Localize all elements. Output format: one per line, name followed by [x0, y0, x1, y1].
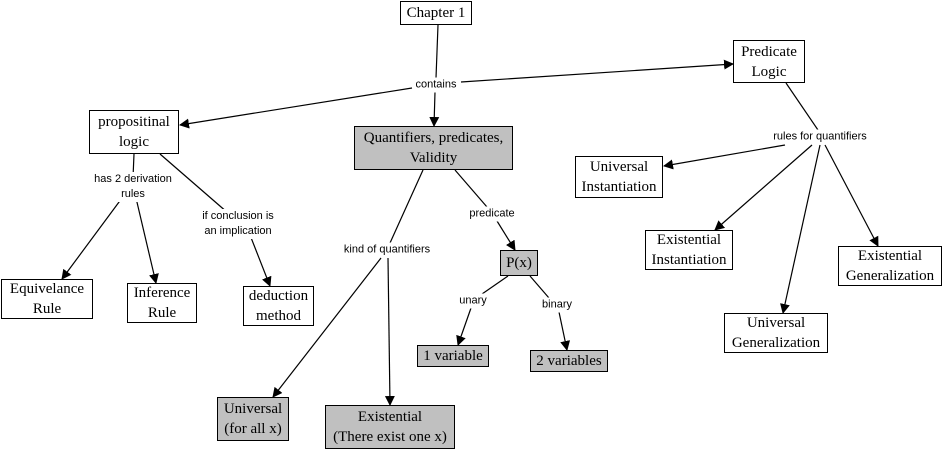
concept-node-text-line: Instantiation — [581, 179, 657, 195]
linking-phrase-contains[interactable]: contains — [414, 77, 458, 93]
edge-rules-for-quantifiers-to-universal-instantiation — [663, 144, 786, 170]
linking-phrase-text-line: kind of quantifiers — [343, 243, 431, 256]
edge-kind-of-quantifiers-to-universal — [272, 257, 382, 398]
concept-node-text-line: (for all x) — [224, 421, 282, 437]
edge-chapter1-to-contains — [435, 24, 439, 79]
edge-predicate-to-px — [496, 220, 516, 251]
linking-phrase-if-conclusion[interactable]: if conclusion is an implication — [201, 209, 275, 239]
concept-node-text-line: Existential — [357, 409, 423, 425]
edge-predicate-logic-to-rules-for-quantifiers — [785, 82, 819, 131]
concept-node-propositional-logic[interactable]: propositinal logic — [89, 110, 179, 154]
concept-node-text-line: Rule — [147, 305, 177, 321]
linking-phrase-binary[interactable]: binary — [541, 297, 573, 313]
concept-node-universal[interactable]: Universal (for all x) — [217, 397, 289, 441]
edge-px-to-unary — [481, 275, 509, 295]
linking-phrase-text-line: contains — [415, 78, 457, 91]
concept-node-two-variables[interactable]: 2 variables — [530, 350, 608, 372]
edge-rules-for-quantifiers-to-existential-instantiation — [714, 144, 813, 231]
concept-node-text-line: Equivelance — [9, 281, 85, 297]
concept-node-existential[interactable]: Existential (There exist one x) — [325, 405, 455, 449]
edge-propositional-logic-to-if-conclusion — [159, 153, 229, 214]
edge-px-to-binary — [529, 275, 550, 299]
concept-node-text-line: Rule — [32, 301, 62, 317]
concept-node-text-line: 2 variables — [536, 353, 602, 369]
concept-node-text-line: 1 variable — [423, 348, 483, 364]
linking-phrase-text-line: rules — [121, 188, 145, 200]
concept-node-one-variable[interactable]: 1 variable — [417, 345, 489, 367]
linking-phrase-unary[interactable]: unary — [458, 293, 488, 309]
concept-node-text-line: Instantiation — [651, 252, 727, 268]
linking-phrase-text-line: predicate — [469, 207, 515, 220]
linking-phrase-text-line: if conclusion is — [202, 210, 274, 222]
edge-rules-for-quantifiers-to-existential-generalization — [824, 144, 879, 247]
linking-phrase-text-line: rules for quantifiers — [773, 130, 867, 143]
concept-node-text-line: Generalization — [845, 268, 935, 284]
edge-has-2-derivation-rules-to-inference-rule — [135, 197, 159, 284]
concept-node-text-line: Logic — [751, 63, 787, 80]
concept-node-text-line: Existential — [656, 232, 722, 248]
linking-phrase-has-2-derivation-rules[interactable]: has 2 derivation rules — [93, 172, 173, 202]
concept-node-text-line: Predicate — [741, 43, 797, 60]
linking-phrase-text-line: unary — [459, 294, 487, 307]
concept-node-text-line: logic — [119, 134, 149, 150]
linking-phrase-text-line: an implication — [204, 225, 272, 237]
concept-node-text-line: Generalization — [731, 335, 821, 351]
concept-node-text-line: Quantifiers, predicates, — [363, 130, 504, 146]
edge-quantifiers-to-predicate — [454, 169, 488, 208]
concept-node-text-line: Chapter 1 — [406, 5, 466, 21]
edge-has-2-derivation-rules-to-equivalence-rule — [61, 197, 123, 280]
edge-contains-to-quantifiers — [429, 91, 440, 127]
concept-node-text-line: Validity — [409, 150, 458, 166]
concept-node-px[interactable]: P(x) — [500, 250, 538, 276]
linking-phrase-text-line: has 2 derivation — [94, 173, 172, 185]
concept-node-text-line: P(x) — [506, 255, 532, 271]
concept-node-text-line: Universal — [223, 401, 283, 417]
edge-contains-to-propositional-logic — [179, 87, 413, 129]
concept-node-text-line: Existential — [857, 248, 923, 264]
edge-unary-to-one-variable — [456, 307, 472, 346]
concept-node-text-line: Universal — [589, 159, 649, 175]
concept-node-deduction-method[interactable]: deduction method — [243, 286, 314, 326]
concept-node-text-line: Universal — [746, 315, 806, 331]
edge-kind-of-quantifiers-to-existential — [384, 257, 395, 406]
edges-layer — [61, 24, 879, 406]
edge-binary-to-two-variables — [558, 311, 571, 351]
linking-phrase-rules-for-quantifiers[interactable]: rules for quantifiers — [772, 129, 868, 145]
concept-node-text-line: deduction — [248, 288, 309, 304]
concept-node-text-line: method — [256, 308, 301, 324]
edge-if-conclusion-to-deduction-method — [249, 234, 272, 287]
concept-node-text-line: (There exist one x) — [333, 429, 447, 445]
edge-quantifiers-to-kind-of-quantifiers — [389, 169, 424, 244]
linking-phrase-kind-of-quantifiers[interactable]: kind of quantifiers — [342, 242, 432, 258]
edge-contains-to-predicate-logic — [460, 59, 734, 83]
concept-node-text-line: Inference — [133, 285, 191, 301]
concept-node-text-line: propositinal — [98, 114, 170, 130]
concept-node-chapter1[interactable]: Chapter 1 — [400, 1, 472, 25]
edge-rules-for-quantifiers-to-universal-generalization — [780, 144, 821, 314]
concept-node-quantifiers[interactable]: Quantifiers, predicates, Validity — [354, 126, 513, 170]
linking-phrase-predicate[interactable]: predicate — [468, 206, 516, 222]
linking-phrase-text-line: binary — [542, 298, 572, 311]
